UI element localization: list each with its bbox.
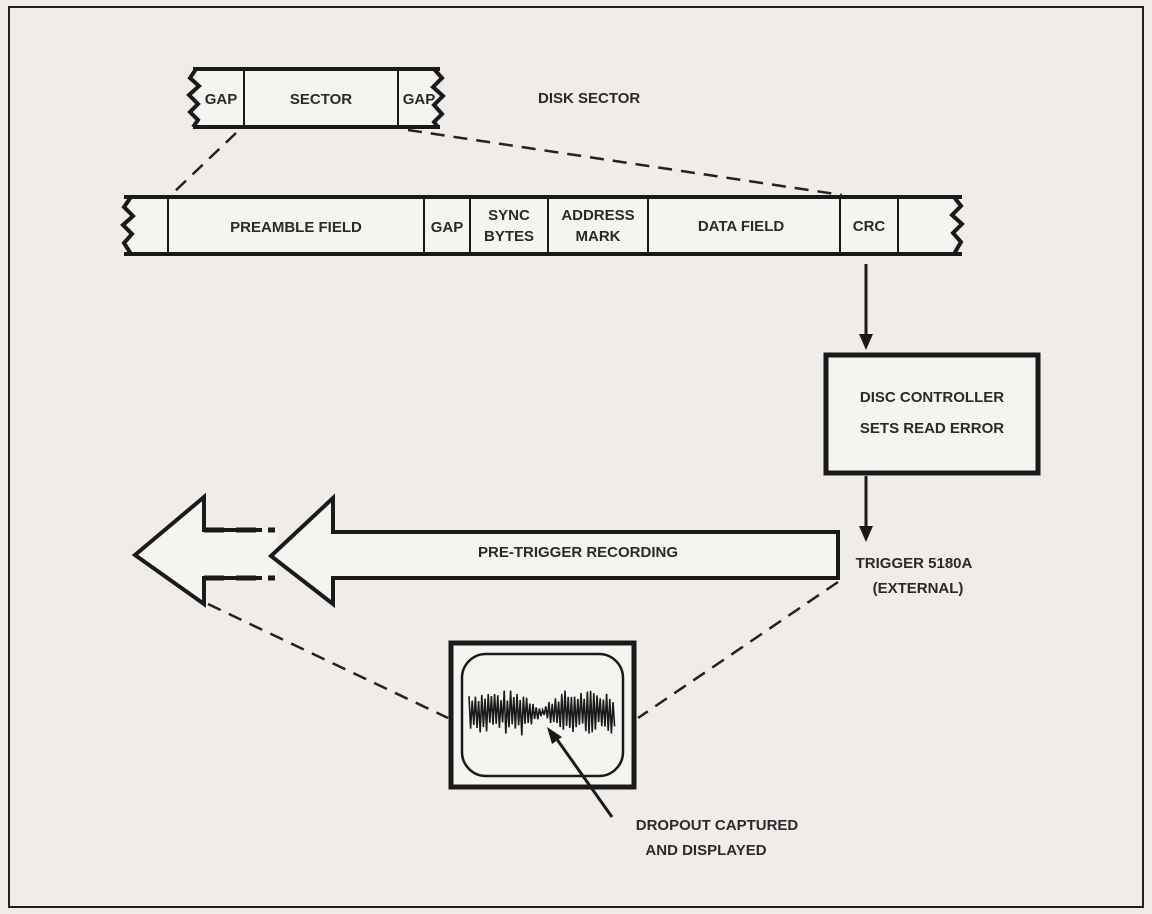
sync-bytes-label-1: SYNC [488,207,530,224]
address-mark-label-1: ADDRESS [561,207,634,224]
projection-line-right [637,580,839,720]
controller-line-1: DISC CONTROLLER [860,389,1004,406]
gap-left-label: GAP [205,91,238,108]
trigger-line-1: TRIGGER 5180A [856,555,973,572]
expand-line-right [407,128,843,197]
data-field-label: DATA FIELD [698,218,785,235]
sector-label: SECTOR [290,91,352,108]
dropout-line-1: DROPOUT CAPTURED [636,817,799,834]
torn-edge-right [430,67,446,129]
dropout-line-2: AND DISPLAYED [645,842,766,859]
pre-trigger-label: PRE-TRIGGER RECORDING [478,544,678,561]
controller-line-2: SETS READ ERROR [860,420,1004,437]
torn-edge-left [186,67,202,129]
torn-edge-left [120,195,136,256]
arrow-down-icon [859,476,873,542]
disc-controller-box: DISC CONTROLLER SETS READ ERROR [823,352,1041,476]
crc-field-label: CRC [853,218,886,235]
trigger-line-2: (EXTERNAL) [873,580,964,597]
address-mark-label-2: MARK [576,228,621,245]
disk-sector-title: DISK SECTOR [538,90,640,107]
sector-fields-strip: PREAMBLE FIELD GAP SYNC BYTES ADDRESS MA… [120,195,965,256]
sync-bytes-label-2: BYTES [484,228,534,245]
left-arrow-icon [131,492,277,608]
gap-right-label: GAP [403,91,436,108]
waveform-trace [468,690,616,736]
pointer-arrow-icon [547,727,614,818]
arrow-down-icon [859,264,873,350]
gap-field-label: GAP [431,219,464,236]
oscilloscope-display [448,640,637,790]
preamble-field-label: PREAMBLE FIELD [230,219,362,236]
disk-sector-strip: GAP SECTOR GAP [186,67,446,129]
expand-line-left [171,132,237,195]
pre-trigger-arrow-icon [267,493,840,609]
torn-edge-right [949,195,965,256]
